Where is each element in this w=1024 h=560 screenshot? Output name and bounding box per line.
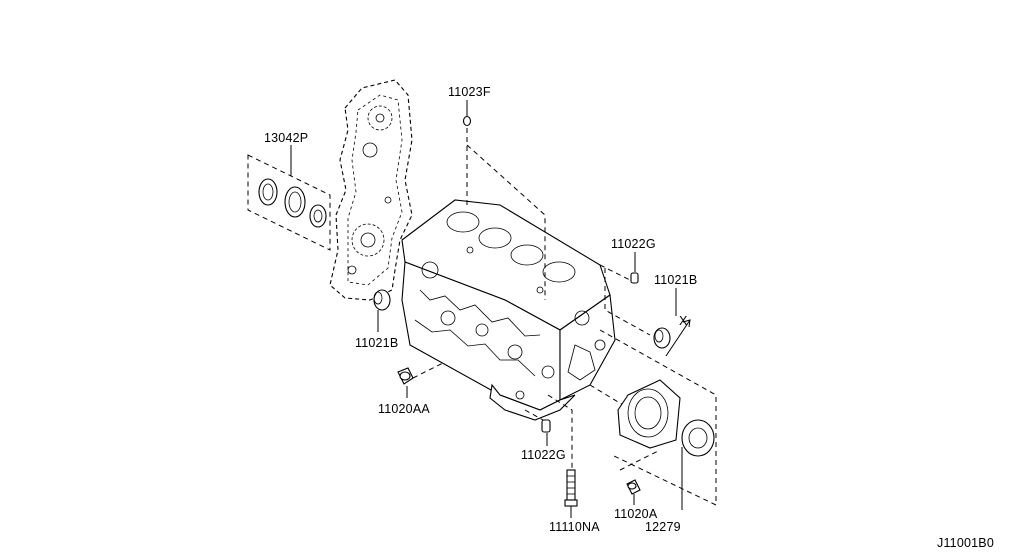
label-11020A: 11020A	[614, 507, 658, 521]
plug-11023F	[462, 100, 546, 300]
label-11021B-left: 11021B	[355, 336, 398, 350]
label-11022G-top: 11022G	[611, 237, 656, 251]
bearing-left-11021B	[373, 289, 391, 332]
label-13042P: 13042P	[264, 131, 308, 145]
cylinder-block	[401, 199, 616, 421]
seal-group-13042P	[247, 145, 331, 251]
diagram-id: J11001B0	[937, 536, 994, 550]
rear-oil-seal-retainer-12279	[589, 329, 717, 510]
dowel-top-11022G	[599, 252, 639, 284]
label-11022G-bottom: 11022G	[521, 448, 566, 462]
label-11023F: 11023F	[448, 85, 491, 99]
label-11020AA: 11020AA	[378, 402, 430, 416]
label-x-mark: X	[679, 314, 688, 328]
bolt-11020A	[619, 449, 661, 505]
bearing-right-11021B	[604, 268, 691, 357]
bolt-11020AA	[397, 361, 446, 398]
dowel-bottom-11022G	[524, 409, 551, 446]
label-12279: 12279	[645, 520, 681, 534]
front-timing-cover	[329, 79, 413, 301]
label-11021B-right: 11021B	[654, 273, 697, 287]
bolt-11110NA	[547, 394, 578, 518]
label-11110NA: 11110NA	[549, 520, 600, 534]
